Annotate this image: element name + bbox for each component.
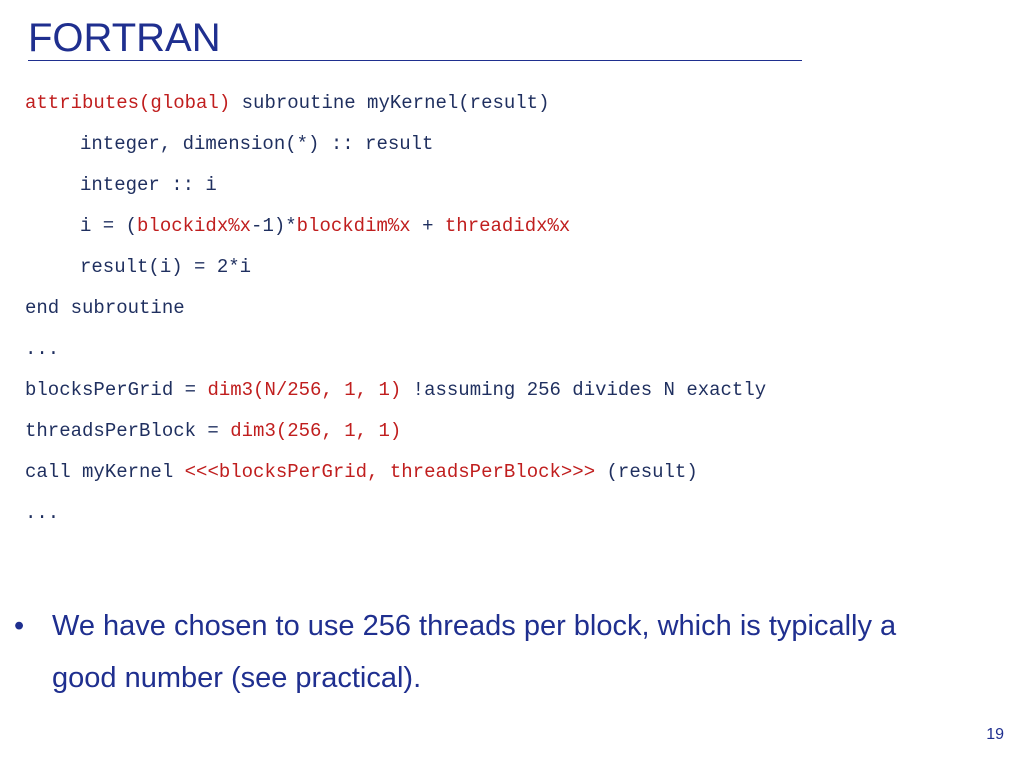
code-text: ...: [25, 502, 60, 524]
code-text: ...: [25, 338, 60, 360]
page-number: 19: [986, 726, 1004, 743]
code-line-5: result(i) = 2*i: [25, 254, 766, 295]
code-line-1: attributes(global) subroutine myKernel(r…: [25, 90, 766, 131]
code-text: blocksPerGrid =: [25, 379, 208, 401]
code-keyword: <<<blocksPerGrid, threadsPerBlock>>>: [184, 461, 596, 483]
bullet-text: We have chosen to use 256 threads per bl…: [52, 610, 897, 694]
code-keyword: dim3(256, 1, 1): [230, 420, 402, 442]
code-block: attributes(global) subroutine myKernel(r…: [25, 90, 766, 541]
code-line-9: threadsPerBlock = dim3(256, 1, 1): [25, 418, 766, 459]
code-line-10: call myKernel <<<blocksPerGrid, threadsP…: [25, 459, 766, 500]
code-text: threadsPerBlock =: [25, 420, 231, 442]
code-line-3: integer :: i: [25, 172, 766, 213]
code-keyword: threadidx%x: [444, 215, 571, 237]
code-text: (result): [595, 461, 698, 483]
code-text: call myKernel: [25, 461, 185, 483]
code-line-8: blocksPerGrid = dim3(N/256, 1, 1) !assum…: [25, 377, 766, 418]
code-comment: !assuming 256 divides N exactly: [401, 379, 767, 401]
code-keyword: attributes(global): [25, 92, 231, 114]
code-text: integer, dimension(*) :: result: [80, 133, 434, 155]
slide-title: FORTRAN: [28, 16, 221, 60]
code-line-4: i = (blockidx%x-1)*blockdim%x + threadid…: [25, 213, 766, 254]
title-underline: [28, 60, 802, 61]
code-line-2: integer, dimension(*) :: result: [25, 131, 766, 172]
code-text: subroutine myKernel(result): [230, 92, 550, 114]
bullet-point: • We have chosen to use 256 threads per …: [14, 600, 914, 704]
code-text: +: [410, 215, 445, 237]
code-keyword: blockdim%x: [296, 215, 411, 237]
bullet-icon: •: [14, 610, 25, 642]
code-line-11: ...: [25, 500, 766, 541]
code-line-7: ...: [25, 336, 766, 377]
code-line-6: end subroutine: [25, 295, 766, 336]
code-text: end subroutine: [25, 297, 185, 319]
code-keyword: blockidx%x: [137, 215, 252, 237]
code-text: result(i) = 2*i: [80, 256, 252, 278]
code-text: integer :: i: [80, 174, 217, 196]
code-text: -1)*: [251, 215, 297, 237]
code-text: i = (: [80, 215, 138, 237]
code-keyword: dim3(N/256, 1, 1): [207, 379, 402, 401]
